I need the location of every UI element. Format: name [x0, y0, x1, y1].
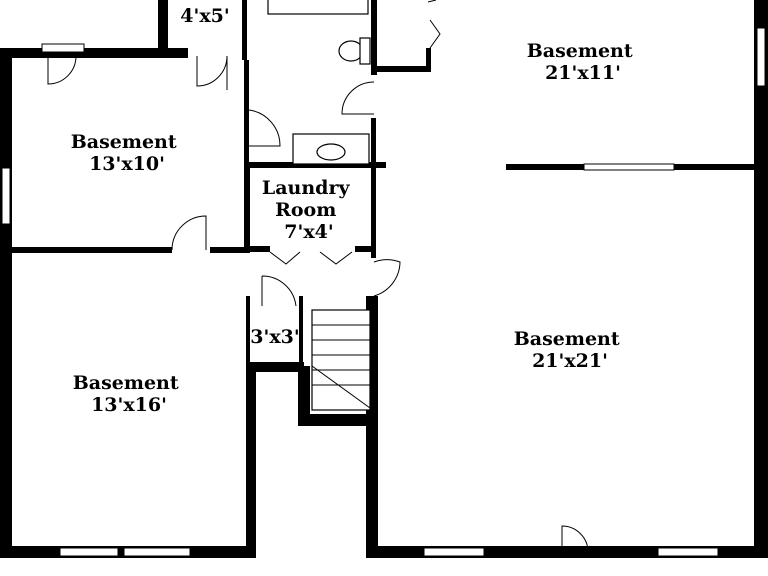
window-left-wall — [1, 167, 11, 225]
bathtub — [267, 0, 369, 15]
stair-diagonal — [311, 365, 371, 409]
window-bottom-right-1 — [423, 547, 485, 557]
wall-upper-stub-vertical — [371, 0, 377, 75]
window-top-left — [41, 43, 85, 53]
room-labels: 4'x5' Basement 21'x11' Basement 13'x10' … — [71, 5, 640, 416]
windows — [1, 27, 766, 557]
wall-upper-stub-right — [426, 48, 431, 72]
toilet — [338, 40, 364, 62]
wall-mid-divider-left — [12, 247, 172, 253]
window-bottom-left-2 — [123, 547, 191, 557]
wall-upper-stub-horizontal — [371, 66, 431, 72]
toilet-tank — [359, 37, 371, 65]
wall-closet-left — [158, 0, 168, 56]
window-right-wall — [756, 27, 766, 87]
door-stair-right — [373, 259, 401, 297]
window-bottom-left-1 — [59, 547, 119, 557]
wall-left-exterior — [0, 48, 12, 558]
door-closet-top — [196, 55, 228, 90]
window-bottom-right-2 — [657, 547, 719, 557]
room-label-basement-lower-right: Basement 21'x21' — [514, 328, 627, 372]
wall-closet-small-left — [246, 296, 250, 362]
door-closet-small — [261, 275, 297, 307]
window-right-divider — [583, 163, 675, 171]
laundry-sink — [316, 143, 346, 161]
wall-closet-small-right — [299, 296, 303, 366]
fixtures — [267, 0, 371, 165]
wall-laundry-bottom-b — [355, 246, 375, 252]
wall-top-left — [0, 48, 188, 58]
walls — [0, 0, 768, 558]
door-laundry-right — [319, 251, 353, 265]
wall-laundry-bottom — [246, 246, 270, 252]
wall-hall-vertical-upper — [244, 60, 249, 250]
wall-stair-bottom — [298, 414, 378, 426]
door-hall-upper-left — [248, 109, 281, 147]
doors — [47, 0, 589, 553]
room-label-closet-small: 3'x3' — [250, 326, 299, 348]
stairs — [311, 309, 371, 411]
room-label-basement-top-right: Basement 21'x11' — [527, 40, 640, 84]
wall-closet-right — [242, 0, 247, 60]
room-label-laundry-room: Laundry Room 7'x4' — [262, 177, 356, 243]
wall-mid-divider-left-b — [210, 247, 250, 253]
wall-left-inner-vertical — [246, 362, 256, 558]
door-laundry-left — [269, 251, 301, 265]
door-upper-right-bath — [341, 81, 375, 115]
room-label-basement-upper-left: Basement 13'x10' — [71, 131, 184, 175]
wall-laundry-left — [246, 165, 250, 250]
wall-laundry-right — [371, 118, 376, 258]
room-label-basement-lower-left: Basement 13'x16' — [73, 372, 186, 416]
room-label-closet-top: 4'x5' — [180, 5, 229, 27]
wall-laundry-top — [246, 162, 386, 168]
stair-run — [311, 309, 371, 411]
wall-stair-left — [298, 366, 310, 424]
wall-right-exterior — [754, 0, 768, 558]
door-upper-stub — [427, 0, 441, 49]
door-bottom-right — [561, 525, 589, 553]
wall-closet-small-bottom — [246, 362, 304, 372]
door-top-left — [47, 55, 77, 85]
door-mid-divider — [171, 215, 207, 251]
